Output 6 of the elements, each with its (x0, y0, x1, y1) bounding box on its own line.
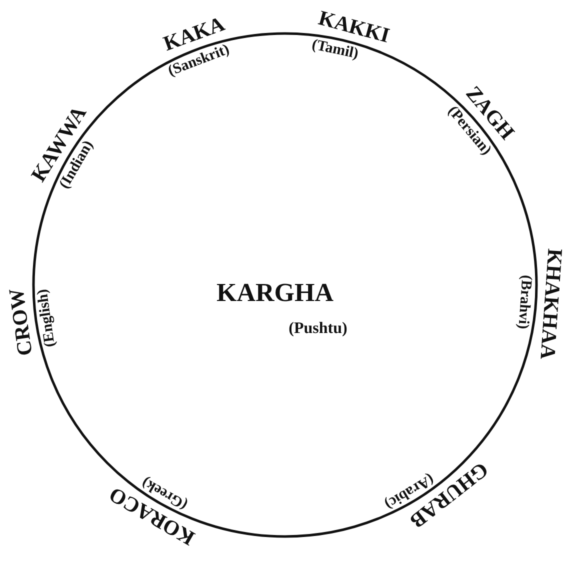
center-word: KARGHA (216, 280, 334, 306)
word-label: CROW (5, 287, 36, 358)
language-label: (Brahvi) (515, 274, 534, 330)
language-label: (Pushtu) (288, 321, 348, 337)
language-label: (English) (36, 288, 59, 348)
word-label: KHAKHAA (537, 248, 566, 360)
